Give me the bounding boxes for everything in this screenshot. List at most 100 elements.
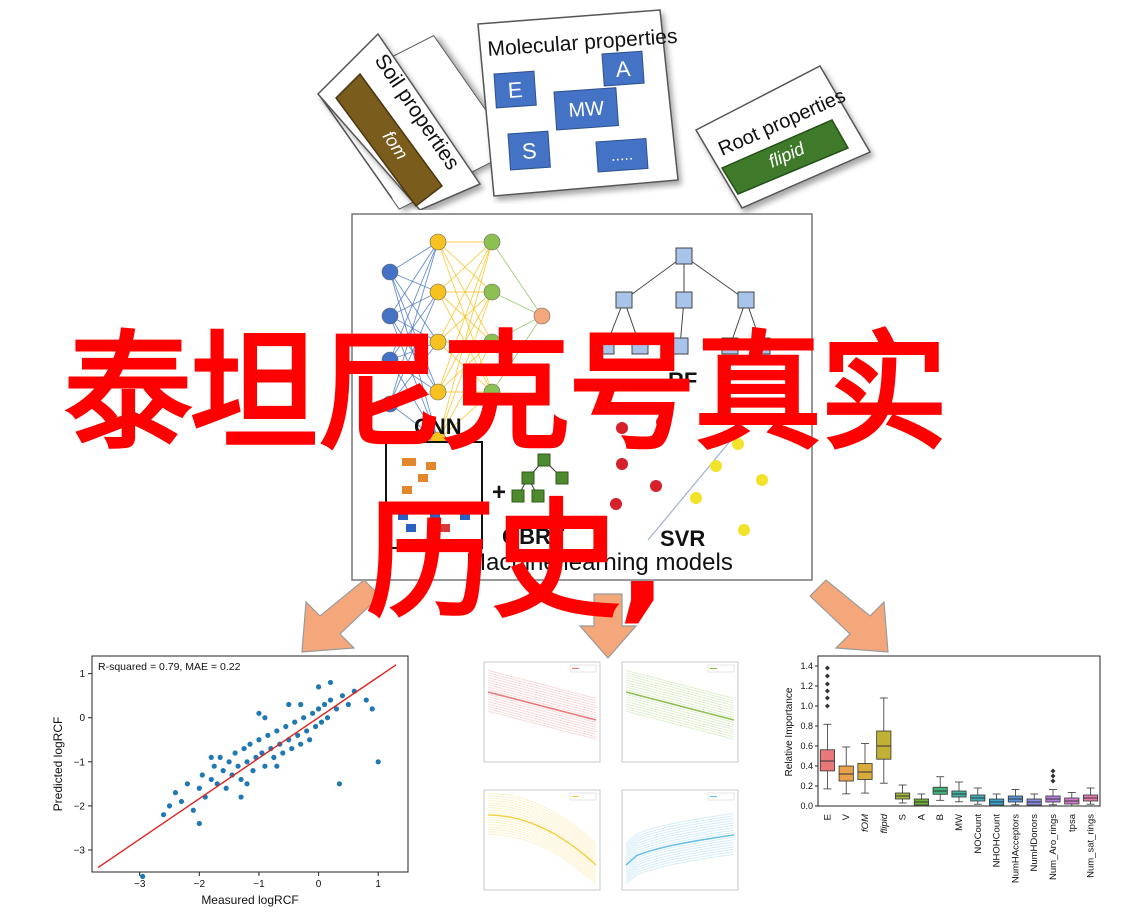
boxplot-category-label: NumHAcceptors: [1010, 814, 1021, 883]
root-param-bar: [720, 119, 850, 195]
scatter-point: [160, 812, 167, 818]
boxplot-ytick: 0.2: [800, 781, 813, 791]
nn-node: [429, 283, 447, 301]
svg-text:A: A: [615, 56, 632, 82]
arrow-right: [809, 579, 889, 653]
cnn-icons: [398, 458, 470, 532]
scatter-xtick: −1: [253, 879, 265, 890]
svg-text:.....: .....: [610, 146, 633, 165]
pd-panel: [483, 789, 601, 891]
scatter-point: [238, 794, 244, 800]
scatter-point: [327, 697, 334, 703]
boxplot-category-label: MW: [954, 814, 965, 831]
boxplot-category-label: NumHDonors: [1029, 814, 1040, 872]
gbrt-tree-icon: [511, 453, 569, 503]
scatter-point: [321, 701, 328, 708]
boxplot-category-label: Num_Aro_rings: [1048, 814, 1059, 880]
scatter-ytick: 0: [79, 713, 85, 724]
molecular-box-e: E: [493, 70, 537, 109]
boxplot-ytick: 1.4: [800, 661, 813, 671]
molecular-card-svg: Molecular properties E A MW S .....: [477, 9, 679, 197]
svg-text:E: E: [507, 77, 523, 103]
cnn-label: CNN: [414, 414, 462, 439]
neural-network-diagram: [381, 233, 551, 449]
scatter-point: [244, 759, 250, 765]
scatter-point: [241, 745, 247, 752]
scatter-point: [217, 754, 223, 760]
scatter-point: [298, 701, 304, 708]
scatter-point: [262, 715, 268, 721]
nn-node: [483, 283, 501, 301]
svr-label: SVR: [660, 526, 705, 551]
nn-node: [381, 395, 399, 413]
nn-node: [429, 333, 447, 351]
scatter-point: [286, 701, 292, 708]
boxplot-box: S: [895, 784, 911, 820]
nn-node: [381, 351, 399, 369]
scatter-point: [208, 754, 214, 760]
scatter-point: [259, 750, 265, 756]
scatter-point: [315, 684, 322, 690]
partial-dependence-grid: [483, 661, 739, 891]
boxplot-box: tpsa: [1064, 792, 1080, 832]
scatter-point: [178, 798, 185, 805]
boxplot-category-label: fOM: [860, 814, 871, 832]
scatter-point: [301, 715, 307, 721]
tree-root-node: [675, 247, 693, 265]
nn-node: [483, 333, 501, 351]
boxplot-box: B: [932, 776, 948, 820]
scatter-point: [292, 719, 298, 725]
scatter-point: [238, 776, 244, 783]
pd-panel: [621, 661, 739, 763]
molecular-box-mw: MW: [553, 87, 620, 131]
ml-caption: Machine learning models: [466, 549, 733, 576]
scatter-point: [211, 763, 217, 769]
pd-panel: [483, 661, 601, 763]
scatter-point: [196, 820, 202, 827]
scatter-point: [369, 706, 375, 712]
svr-diagram: [610, 416, 768, 541]
boxplot-box: MW: [951, 781, 967, 831]
scatter-point: [310, 710, 316, 716]
boxplot-ytick: 0.0: [800, 801, 813, 811]
molecular-box-s: S: [507, 130, 551, 171]
scatter-point: [271, 754, 277, 760]
boxplot-box: NumHDonors: [1026, 793, 1042, 872]
boxplot-ytick: 1.2: [800, 681, 813, 691]
boxplot-ytick: 1.0: [800, 701, 813, 711]
overlay-title-line2: 历史,: [366, 487, 667, 636]
decision-tree-diagram: [597, 247, 771, 355]
boxplot-ylabel: Relative Importance: [784, 687, 795, 776]
nn-node: [429, 233, 447, 251]
scatter-point: [220, 768, 226, 774]
scatter-point: [298, 741, 304, 747]
scatter-ylabel: Predicted logRCF: [51, 717, 65, 812]
rf-label: RF: [668, 368, 697, 393]
boxplot-box: A: [913, 793, 929, 820]
scatter-point: [262, 763, 268, 769]
boxplot-category-label: A: [916, 813, 927, 820]
boxplot-box: flipid: [876, 697, 892, 834]
nn-node: [381, 307, 399, 325]
scatter-xlabel: Measured logRCF: [201, 893, 298, 907]
svg-text:MW: MW: [568, 98, 605, 122]
boxplot-box: V: [838, 746, 854, 820]
scatter-ytick: −1: [74, 757, 86, 768]
plus-label: +: [492, 479, 506, 506]
boxplot-ytick: 0.8: [800, 721, 813, 731]
boxplot-ytick: 0.6: [800, 741, 813, 751]
gbrt-label: GBRT: [502, 524, 565, 549]
nn-node: [483, 233, 501, 251]
scatter-point: [265, 732, 271, 738]
boxplot-box: NHOHCount: [989, 793, 1005, 868]
scatter-point: [235, 763, 241, 769]
arrow-left: [301, 579, 381, 653]
scatter-point: [324, 715, 331, 721]
scatter-point: [256, 710, 262, 716]
boxplot-category-label: NHOHCount: [992, 814, 1003, 868]
scatter-point: [140, 873, 146, 880]
scatter-point: [289, 745, 295, 752]
scatter-point: [226, 759, 232, 765]
